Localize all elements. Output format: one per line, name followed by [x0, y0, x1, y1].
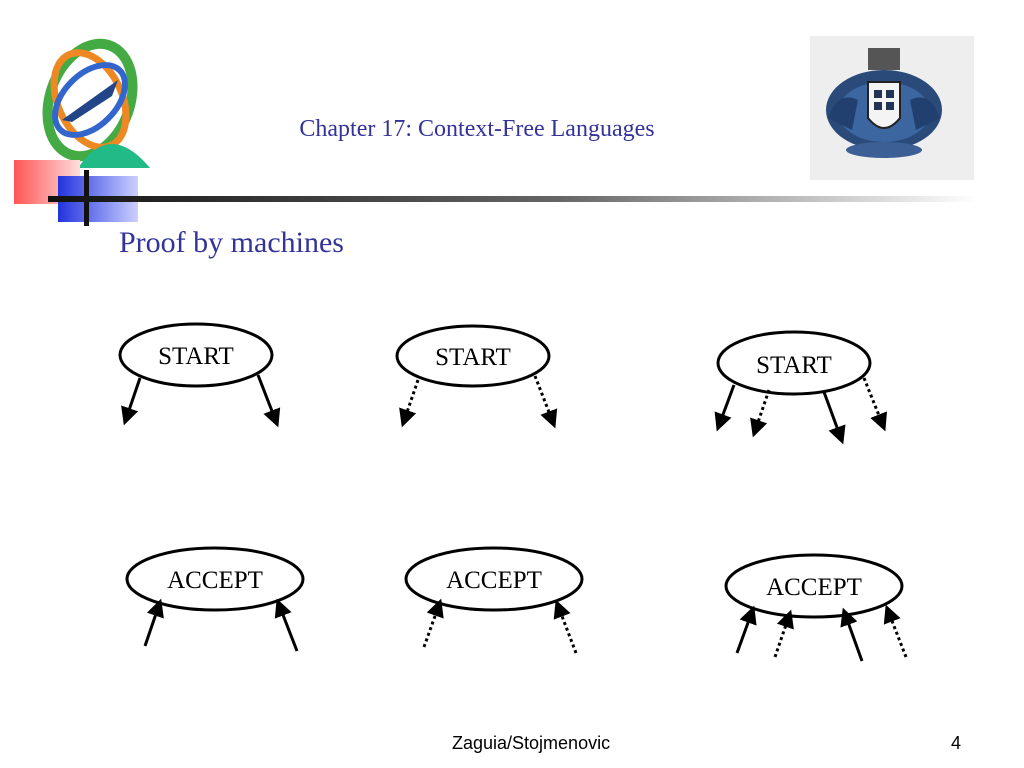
machine-diagram-2: START ACCEPT — [395, 324, 584, 654]
out-arrow-1a — [121, 377, 142, 426]
accept-label-1: ACCEPT — [167, 567, 263, 594]
start-node-1: START — [118, 322, 274, 388]
out-arrow-3a — [714, 384, 736, 432]
out-arrow-1b — [256, 374, 281, 428]
page-number: 4 — [951, 733, 962, 753]
in-arrow-2b — [553, 599, 578, 654]
in-arrow-3d — [883, 604, 908, 658]
out-arrow-2a — [399, 379, 420, 428]
in-arrow-3a — [735, 605, 757, 654]
start-label-2: START — [435, 344, 511, 371]
in-arrow-2a — [422, 598, 444, 648]
in-arrow-1a — [143, 598, 164, 647]
footer-author: Zaguia/Stojmenovic — [452, 733, 611, 753]
machine-diagram-3: START ACCEPT — [714, 330, 908, 662]
accept-node-1: ACCEPT — [125, 546, 305, 612]
in-arrow-3b — [773, 609, 794, 658]
accept-label-2: ACCEPT — [446, 567, 542, 594]
in-arrow-1b — [274, 598, 299, 652]
chapter-title: Chapter 17: Context-Free Languages — [299, 116, 655, 142]
start-label-1: START — [158, 343, 234, 370]
start-node-2: START — [395, 324, 551, 388]
in-arrow-3c — [840, 607, 864, 662]
machine-diagram-1: START ACCEPT — [118, 322, 305, 652]
header-rule — [48, 196, 978, 202]
accept-node-3: ACCEPT — [724, 553, 904, 619]
university-crest-icon — [810, 36, 974, 180]
out-arrow-3b — [750, 389, 771, 438]
accept-node-2: ACCEPT — [404, 546, 584, 612]
slide-heading: Proof by machines — [119, 226, 344, 259]
start-label-3: START — [756, 352, 832, 379]
out-arrow-3c — [822, 391, 846, 445]
out-arrow-3d — [862, 377, 888, 432]
accept-label-3: ACCEPT — [766, 574, 862, 601]
start-node-3: START — [716, 330, 872, 396]
out-arrow-2b — [533, 375, 558, 429]
